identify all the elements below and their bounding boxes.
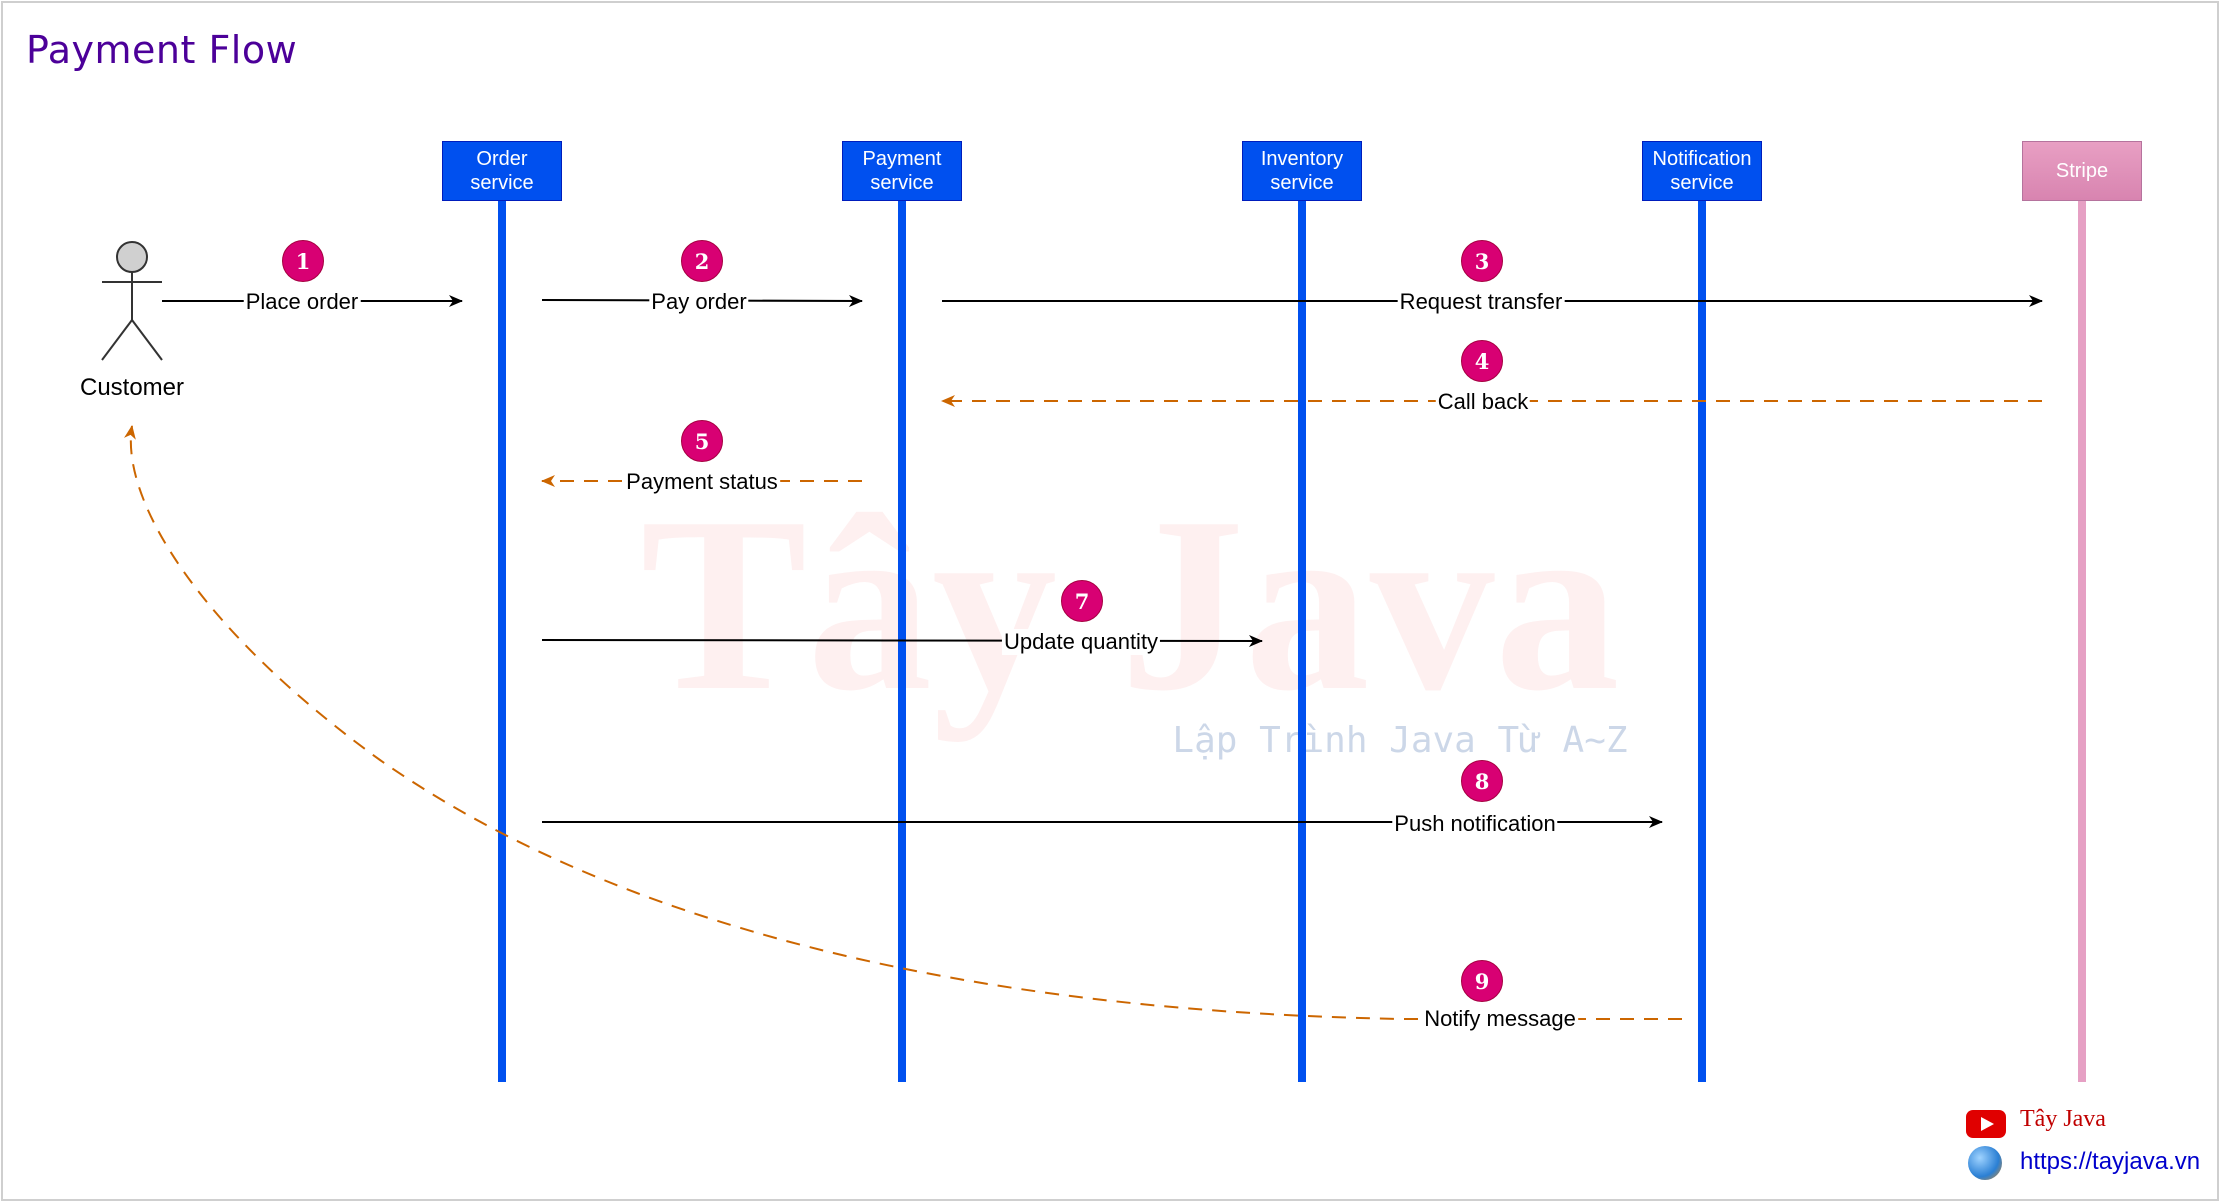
message-label-payment-status: Payment status <box>624 469 780 495</box>
arrow-notify-message <box>124 425 1682 1020</box>
watermark-tagline: Lập Trình Java Từ A~Z <box>1172 720 1628 761</box>
youtube-icon <box>1966 1110 2006 1138</box>
message-label-update-quantity: Update quantity <box>1001 629 1161 655</box>
watermark-text: Tây Java <box>640 466 1620 743</box>
step-badge-7: 7 <box>1061 580 1103 622</box>
step-badge-1: 1 <box>282 240 324 282</box>
channel-name[interactable]: Tây Java <box>2020 1106 2106 1132</box>
message-label-call-back: Call back <box>1435 389 1531 415</box>
message-label-notify-message: Notify message <box>1422 1006 1578 1032</box>
message-label-place-order: Place order <box>243 289 361 315</box>
step-badge-9: 9 <box>1461 960 1503 1002</box>
customer-label: Customer <box>79 374 185 401</box>
step-badge-5: 5 <box>681 420 723 462</box>
step-badge-4: 4 <box>1461 340 1503 382</box>
stripe-box[interactable]: Stripe <box>2022 141 2142 201</box>
message-label-pay-order: Pay order <box>649 289 749 315</box>
customer-actor-icon <box>101 241 163 361</box>
message-label-request-transfer: Request transfer <box>1397 289 1565 315</box>
step-badge-8: 8 <box>1461 760 1503 802</box>
step-badge-2: 2 <box>681 240 723 282</box>
step-badge-3: 3 <box>1461 240 1503 282</box>
message-label-push-notification: Push notification <box>1392 811 1558 837</box>
website-link[interactable]: https://tayjava.vn <box>2020 1148 2201 1175</box>
globe-icon <box>1968 1146 2002 1180</box>
diagram-title: Payment Flow <box>26 28 298 72</box>
